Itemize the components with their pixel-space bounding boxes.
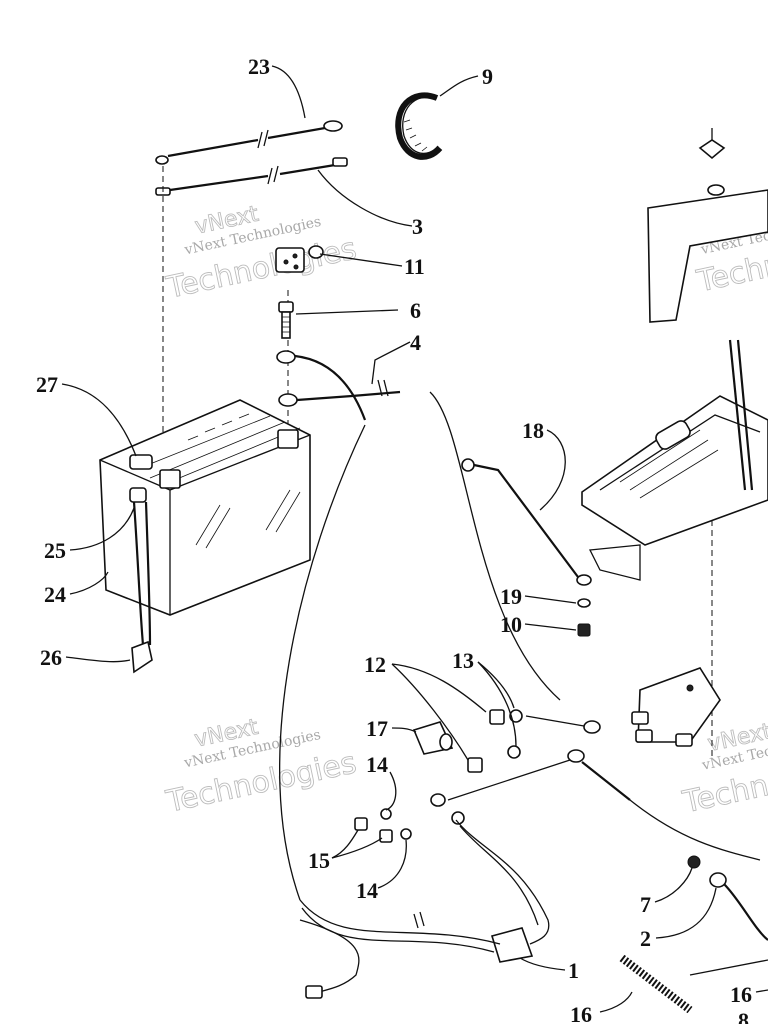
callout-26: 26	[40, 645, 62, 670]
cable-2	[709, 872, 768, 941]
wire-leads	[430, 715, 761, 861]
callout-14: 14	[366, 752, 388, 777]
callout-15: 15	[308, 848, 330, 873]
callout-7: 7	[640, 892, 651, 917]
battery-tray	[581, 395, 768, 581]
callout-13: 13	[452, 648, 474, 673]
nut-10	[577, 623, 591, 637]
washer-19	[577, 598, 591, 608]
hold-down-rod-18	[461, 458, 592, 586]
callout-8: 8	[738, 1008, 749, 1024]
callout-12: 12	[364, 652, 386, 677]
battery	[99, 399, 311, 616]
nut-15	[354, 817, 393, 843]
callout-19: 19	[500, 584, 522, 609]
callout-9: 9	[482, 64, 493, 89]
wire-loom-16	[619, 954, 768, 1014]
starter-solenoid	[631, 667, 721, 747]
nut-7	[687, 855, 701, 869]
callout-18: 18	[522, 418, 544, 443]
callout-1: 1	[568, 958, 579, 983]
callout-11: 11	[404, 254, 425, 279]
callout-23: 23	[248, 54, 270, 79]
nut-12	[467, 709, 505, 773]
lock-washer-13	[507, 709, 523, 759]
callout-17: 17	[366, 716, 388, 741]
callout-2: 2	[640, 926, 651, 951]
terminal-connector-11	[275, 245, 324, 273]
watermark-3: vNext vNext Technologies Technologies	[162, 714, 360, 820]
hold-down-bracket	[647, 189, 768, 491]
plug-17	[412, 721, 454, 755]
wiring-harness-1	[299, 819, 550, 999]
washer-14	[380, 808, 412, 840]
battery-cable-3	[155, 157, 348, 196]
hose-end-26	[131, 640, 153, 674]
callout-16: 16	[570, 1002, 592, 1024]
callout-10: 10	[500, 612, 522, 637]
vent-hose-24	[132, 501, 152, 646]
callout-4: 4	[410, 330, 421, 355]
watermark-1: vNext vNext Technologies Technologies	[162, 201, 360, 306]
vent-fitting-25	[129, 487, 147, 503]
wing-nut	[698, 128, 726, 196]
callout-25: 25	[44, 538, 66, 563]
callout-24: 24	[44, 582, 66, 607]
callout-3: 3	[412, 214, 423, 239]
callout-16: 16	[730, 982, 752, 1007]
battery-cable-23	[155, 120, 343, 165]
battery-cable-4	[276, 350, 561, 901]
hose-clamp-9	[395, 92, 443, 160]
callout-6: 6	[410, 298, 421, 323]
leader-lines	[61, 65, 768, 1013]
callout-14: 14	[356, 878, 378, 903]
bolt-6	[278, 301, 294, 339]
callout-27: 27	[36, 372, 58, 397]
